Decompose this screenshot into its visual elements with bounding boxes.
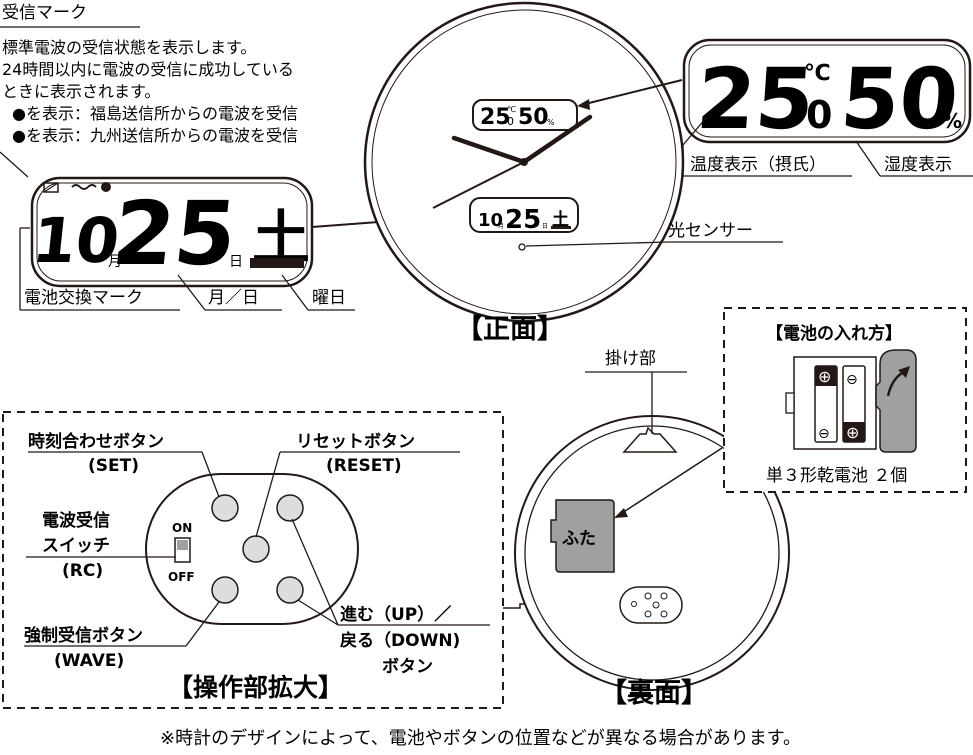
rc-label-2: スイッチ xyxy=(42,536,110,556)
date-month: 10 xyxy=(29,204,123,277)
mini-temp-lcd: 25 ℃ 0 50 % xyxy=(472,99,578,131)
humidity-label: 湿度表示 xyxy=(884,155,952,175)
updown-label-1: 進む（UP）／ xyxy=(340,604,451,625)
front-clock: 25 ℃ 0 50 % 10 月 25 日 土 xyxy=(363,1,783,323)
reset-label: リセットボタン xyxy=(296,432,415,452)
svg-text:%: % xyxy=(547,118,555,127)
temp-unit: ℃ xyxy=(804,61,831,86)
battery-box: 【電池の入れ方】 ⊕ ⊖ ⊖ ⊕ 単３形乾電池 ２個 xyxy=(723,307,967,493)
svg-text:月: 月 xyxy=(498,223,504,230)
set-label: 時刻合わせボタン xyxy=(28,431,164,452)
rc-label-1: 電波受信 xyxy=(42,510,110,531)
weekday-glyph: 土 xyxy=(250,204,310,272)
battery-icon xyxy=(43,182,59,193)
wave-code: (WAVE) xyxy=(54,651,124,671)
temp-arrow xyxy=(577,79,683,110)
receive-mark-line-4: ●を表示：福島送信所からの電波を受信 xyxy=(12,104,298,123)
updown-label-3: ボタン xyxy=(382,657,433,677)
temp-lcd: 25 ℃ 0 50 % xyxy=(682,38,972,148)
switch-off-label: OFF xyxy=(168,570,195,584)
reset-code: (RESET) xyxy=(326,456,402,476)
receive-mark-line-2: 24時間以内に電波の受信に成功している xyxy=(2,60,294,79)
temp-decimal: 0 xyxy=(806,93,832,137)
operation-heading: 【操作部拡大】 xyxy=(168,673,343,702)
light-sensor-label: 光センサー xyxy=(668,221,753,241)
hanger-label: 掛け部 xyxy=(605,349,656,369)
svg-text:0: 0 xyxy=(507,115,514,128)
operation-panel: ON OFF 時刻合わせボタン (SET) リセットボタン (RESET) 電波… xyxy=(2,411,504,709)
receive-mark-callout: 受信マーク 標準電波の受信状態を表示します。 24時間以内に電波の受信に成功して… xyxy=(0,3,298,178)
updown-label-2: 戻る（DOWN) xyxy=(340,630,460,651)
svg-text:日: 日 xyxy=(542,223,548,230)
hour-hand xyxy=(451,135,527,165)
minute-hand xyxy=(521,114,593,165)
light-sensor xyxy=(518,243,526,251)
month-day-label: 月／日 xyxy=(208,288,259,308)
battery-caption: 単３形乾電池 ２個 xyxy=(766,466,907,486)
receive-mark-title: 受信マーク xyxy=(2,3,87,23)
wave-label: 強制受信ボタン xyxy=(24,625,143,646)
battery-cell-1: ⊕ ⊖ xyxy=(814,365,838,443)
rc-code: (RC) xyxy=(62,561,103,581)
date-labels: 電池交換マーク 月／日 曜日 xyxy=(19,227,355,311)
svg-text:⊖: ⊖ xyxy=(846,372,858,388)
lid-label: ふた xyxy=(562,529,596,549)
rc-center-button[interactable] xyxy=(242,535,270,563)
svg-text:25: 25 xyxy=(505,205,541,235)
up-down-button[interactable] xyxy=(276,576,304,604)
svg-text:10: 10 xyxy=(478,210,503,231)
battery-mark-label: 電池交換マーク xyxy=(24,288,143,308)
receive-mark-line-3: ときに表示されます。 xyxy=(2,82,160,101)
footnote: ※時計のデザインによって、電池やボタンの位置などが異なる場合があります。 xyxy=(160,728,801,749)
temperature-label: 温度表示（摂氏） xyxy=(690,155,826,175)
set-button[interactable] xyxy=(211,494,239,522)
back-clock xyxy=(514,371,790,691)
date-lcd: 10 月 25 日 土 xyxy=(29,176,314,288)
humidity-value: 50 xyxy=(838,50,962,148)
svg-text:25: 25 xyxy=(480,105,511,130)
battery-arrow xyxy=(614,447,723,518)
humidity-unit: % xyxy=(942,109,962,133)
second-hand xyxy=(432,161,525,209)
reset-button[interactable] xyxy=(276,494,304,522)
back-heading: 【裏面】 xyxy=(600,677,708,709)
battery-lid[interactable] xyxy=(550,499,615,573)
receive-mark-line-1: 標準電波の受信状態を表示します。 xyxy=(2,38,256,57)
temp-value: 25 xyxy=(694,50,818,148)
svg-text:50: 50 xyxy=(518,105,549,130)
date-month-unit: 月 xyxy=(108,254,122,270)
rc-switch[interactable] xyxy=(174,537,191,563)
svg-text:℃: ℃ xyxy=(507,105,516,114)
hanger xyxy=(622,426,678,453)
wave-button[interactable] xyxy=(211,576,239,604)
date-day: 25 xyxy=(108,182,241,285)
date-day-unit: 日 xyxy=(229,254,243,270)
svg-text:⊖: ⊖ xyxy=(818,426,830,442)
svg-text:⊕: ⊕ xyxy=(818,367,831,386)
battery-cell-2: ⊖ ⊕ xyxy=(842,365,866,443)
set-code: (SET) xyxy=(88,456,139,476)
signal-wave-icon xyxy=(71,182,111,192)
control-port xyxy=(619,586,683,624)
mini-date-lcd: 10 月 25 日 土 xyxy=(469,197,579,235)
svg-text:土: 土 xyxy=(552,209,569,230)
temp-labels: 温度表示（摂氏） 湿度表示 xyxy=(682,117,973,177)
receive-mark-line-5: ●を表示：九州送信所からの電波を受信 xyxy=(12,126,298,145)
switch-on-label: ON xyxy=(172,521,192,535)
weekday-label: 曜日 xyxy=(312,288,346,308)
front-heading: 【正面】 xyxy=(456,314,564,345)
svg-text:⊕: ⊕ xyxy=(846,423,859,442)
battery-box-title: 【電池の入れ方】 xyxy=(766,323,902,344)
